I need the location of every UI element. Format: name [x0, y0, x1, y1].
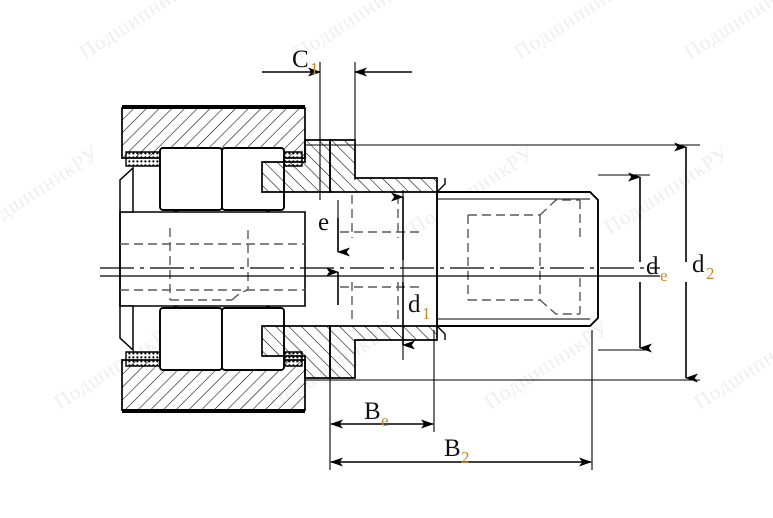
label-d2-base: d [692, 251, 705, 278]
seal-top-left [125, 151, 161, 167]
stud-shank [436, 178, 599, 340]
label-d1-sub: 1 [422, 304, 431, 323]
hidden-lines [120, 195, 581, 324]
label-d1-base: d [408, 291, 421, 318]
label-e-base: e [318, 209, 329, 236]
label-c1-sub: 1 [310, 59, 319, 78]
dimension-lines [262, 67, 698, 467]
extension-lines [305, 62, 700, 470]
label-be-base: B [364, 398, 381, 425]
label-b2-base: B [444, 435, 461, 462]
label-de-sub: e [660, 266, 668, 285]
inner-ring-body [119, 166, 306, 352]
roller-bottom-1 [159, 307, 223, 371]
label-d2-sub: 2 [706, 264, 715, 283]
label-c1-base: C [292, 46, 309, 73]
seal-bottom-left [125, 351, 161, 367]
label-b2-sub: 2 [461, 448, 470, 467]
roller-top-1 [159, 147, 223, 211]
label-de-base: d [646, 253, 659, 280]
dimension-labels: C 1 e d 1 d e d 2 B e B 2 [292, 46, 715, 467]
label-be-sub: e [381, 411, 389, 430]
